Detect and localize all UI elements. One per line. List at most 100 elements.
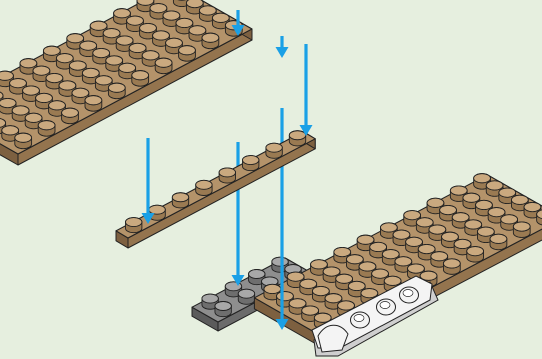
stud	[202, 33, 219, 49]
stud-top	[511, 195, 528, 204]
stud-top	[36, 93, 53, 102]
stud-top	[486, 181, 503, 190]
stud-top	[132, 71, 149, 80]
stud-top	[370, 242, 387, 251]
stud-top	[38, 121, 55, 130]
stud-top	[264, 284, 281, 293]
stud-top	[166, 38, 183, 47]
stud-top	[440, 205, 457, 214]
tan-plate-1x8-front-face	[128, 139, 315, 248]
stud-top	[25, 113, 42, 122]
stud-top	[312, 286, 329, 295]
tan-plate-1x8-top-face	[116, 132, 315, 238]
stud-top	[85, 96, 102, 105]
stud-top	[176, 18, 193, 27]
stud-top	[357, 235, 374, 244]
stud-top	[10, 79, 27, 88]
stud-top	[416, 218, 433, 227]
stud-top	[323, 267, 340, 276]
arrow-top-3	[300, 44, 313, 136]
stud	[537, 210, 542, 226]
stud	[266, 143, 282, 158]
stud-top	[452, 213, 469, 222]
stud-top	[474, 174, 491, 183]
stud	[179, 46, 196, 62]
stud-top	[0, 98, 16, 107]
stud-top	[249, 269, 265, 278]
stud-top	[202, 33, 219, 42]
stud	[62, 108, 79, 124]
stud	[219, 168, 235, 183]
base-assembly	[192, 174, 542, 356]
stud-top	[300, 279, 317, 288]
stud-top	[336, 274, 353, 283]
stud-top	[406, 237, 423, 246]
stud-top	[163, 11, 180, 20]
tan-plate-1x8	[116, 131, 315, 248]
top-plate-layer	[0, 0, 252, 165]
stud-top	[189, 26, 206, 35]
stud-top	[476, 200, 493, 209]
stud-top	[289, 299, 306, 308]
stud-top	[15, 133, 32, 142]
stud-top	[338, 301, 355, 310]
stud	[172, 193, 188, 208]
stud-top	[465, 220, 482, 229]
stud-top	[155, 58, 172, 67]
stud-top	[277, 292, 294, 301]
stud	[467, 247, 484, 263]
stud-top	[334, 247, 351, 256]
stud-top	[129, 43, 146, 52]
slope-knob-top	[403, 290, 413, 297]
stud-top	[67, 34, 84, 43]
stud-top	[488, 208, 505, 217]
stud-top	[46, 73, 63, 82]
stud	[513, 222, 530, 238]
stud-top	[93, 48, 110, 57]
stud-top	[380, 223, 397, 232]
stud-top	[150, 4, 167, 13]
stud-top	[408, 264, 425, 273]
stud-top	[463, 193, 480, 202]
stud-top	[2, 126, 19, 135]
stud-top	[443, 259, 460, 268]
stud-top	[43, 46, 60, 55]
stud-top	[359, 262, 376, 271]
stud-top	[348, 281, 365, 290]
stud-top	[126, 218, 142, 227]
stud-top	[450, 186, 467, 195]
stud-top	[72, 88, 89, 97]
stud-top	[80, 41, 97, 50]
stud-top	[179, 46, 196, 55]
stud-top	[149, 205, 165, 214]
stud-top	[524, 202, 541, 211]
stud-top	[95, 76, 112, 85]
stud	[443, 259, 460, 275]
stud-top	[382, 250, 399, 259]
stud	[490, 234, 507, 250]
stud-top	[212, 13, 229, 22]
tan-plate-6x10	[0, 0, 252, 165]
stud	[126, 218, 142, 233]
stud-top	[384, 276, 401, 285]
stud	[196, 180, 212, 195]
stud	[15, 133, 32, 149]
stud-top	[56, 54, 73, 63]
stud-top	[215, 301, 231, 310]
stud-top	[427, 198, 444, 207]
stud-top	[467, 247, 484, 256]
stud-top	[219, 168, 235, 177]
arrow-top-2	[276, 36, 289, 58]
stud-top	[238, 289, 254, 298]
stud-top	[429, 225, 446, 234]
stud-top	[90, 21, 107, 30]
stud-top	[20, 59, 37, 68]
stud	[238, 289, 254, 304]
stud-top	[142, 51, 159, 60]
stud-top	[106, 56, 123, 65]
stud-top	[454, 239, 471, 248]
stud-top	[311, 260, 328, 269]
stud-top	[196, 180, 212, 189]
stud-top	[186, 0, 203, 8]
stud-top	[116, 36, 133, 45]
